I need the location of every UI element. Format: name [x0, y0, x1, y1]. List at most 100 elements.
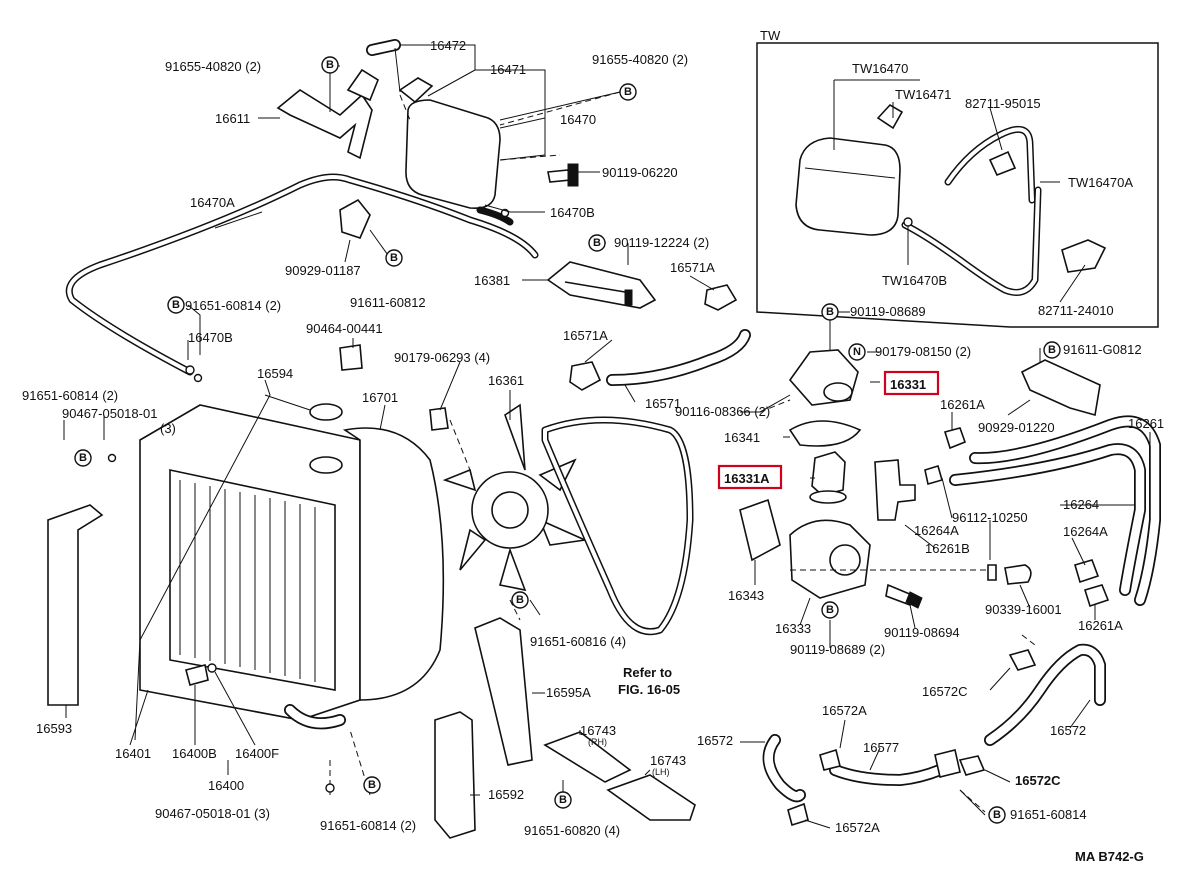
label-90467-05018-01: 90467-05018-01 [62, 406, 157, 421]
clamp-16572A-lower[interactable] [787, 802, 809, 827]
clamp-16264A-right[interactable] [1074, 559, 1100, 584]
label-90929-01220: 90929-01220 [978, 420, 1055, 435]
svg-text:B: B [326, 59, 334, 71]
clamp-16572A-upper[interactable] [819, 748, 841, 771]
clip-96112-10250[interactable] [987, 564, 997, 581]
clamp-16264A-left[interactable] [924, 464, 943, 486]
label-16343: 16343 [728, 588, 764, 603]
label-16470B-left: 16470B [188, 330, 233, 345]
label-90467-05018-01-3: 90467-05018-01 (3) [155, 806, 270, 821]
highlight-16331A [717, 464, 783, 490]
pipe-16261B[interactable] [874, 459, 916, 521]
callout-bolt [321, 56, 339, 74]
callout-bolt [511, 591, 529, 609]
label-91655-40820-right: 91655-40820 (2) [592, 52, 688, 67]
callout-bolt [821, 303, 839, 321]
clamp-16572C-upper[interactable] [1008, 649, 1037, 671]
label-16381: 16381 [474, 273, 510, 288]
plug-90339-16001[interactable] [1004, 564, 1032, 585]
label-91611-G0812: 91611-G0812 [1063, 342, 1142, 357]
label-90464-00441: 90464-00441 [306, 321, 383, 336]
label-16577: 16577 [863, 740, 899, 755]
bolt-90179-06293[interactable] [429, 407, 449, 431]
tw-reservoir-tank[interactable] [795, 137, 901, 236]
label-96112-10250: 96112-10250 [952, 510, 1028, 525]
svg-text:B: B [1048, 344, 1056, 356]
label-16261A-lower: 16261A [1078, 618, 1123, 633]
callout-bolt [588, 234, 606, 252]
clamp-16572C-lower[interactable] [958, 755, 986, 776]
bracket-16611[interactable] [276, 89, 373, 160]
fan-belt[interactable] [541, 416, 694, 635]
bolt-90119-06220[interactable] [547, 169, 571, 183]
label-16400F: 16400F [235, 746, 279, 761]
label-16571A-upper: 16571A [670, 260, 715, 275]
bracket-16381[interactable] [546, 261, 657, 309]
reservoir-tank-16470[interactable] [405, 99, 501, 210]
label-16470A: 16470A [190, 195, 235, 210]
tw-reservoir-cap[interactable] [876, 103, 904, 130]
label-16471: 16471 [490, 62, 526, 77]
clamp-90929-01187[interactable] [339, 198, 371, 239]
tw-clamp-82711-95015[interactable] [988, 150, 1017, 177]
svg-text:B: B [79, 452, 87, 464]
svg-text:B: B [826, 306, 834, 318]
svg-text:B: B [826, 604, 834, 616]
tw-label-16471: TW16471 [895, 87, 951, 102]
refer-text-line1: Refer to [623, 665, 672, 680]
label-16331: 16331 [890, 377, 926, 392]
tw-clamp-82711-24010[interactable] [1061, 239, 1107, 273]
label-16400B: 16400B [172, 746, 217, 761]
callout-bolt [385, 249, 403, 267]
panel-16595A[interactable] [474, 617, 533, 766]
clamp-16571A-upper[interactable] [704, 284, 738, 311]
callout-bolt [554, 791, 572, 809]
figure-code: MA B742-G [1075, 849, 1144, 864]
callout-bolt [167, 296, 185, 314]
reservoir-cap-16471[interactable] [398, 77, 434, 104]
clip-90464-00441[interactable] [339, 344, 363, 371]
clamp-16571A-lower[interactable] [569, 361, 602, 391]
tw-inset-label: TW [760, 28, 781, 43]
label-16572C-upper: 16572C [922, 684, 968, 699]
label-lh: (LH) [652, 767, 670, 777]
fan-shroud-16701[interactable] [342, 427, 445, 701]
label-91651-60820: 91651-60820 (4) [524, 823, 620, 838]
svg-text:B: B [516, 594, 524, 606]
clamp-16261A-upper[interactable] [943, 427, 967, 450]
label-16264: 16264 [1063, 497, 1099, 512]
svg-text:N: N [853, 346, 861, 358]
bracket-16743-rh[interactable] [543, 731, 632, 783]
drain-cock-16400B[interactable] [185, 664, 209, 686]
label-91651-60814-right: 91651-60814 [1010, 807, 1087, 822]
label-16572-left: 16572 [697, 733, 733, 748]
label-16572C-lower: 16572C [1015, 773, 1061, 788]
gasket-16341[interactable] [788, 420, 862, 447]
gasket-16343[interactable] [739, 498, 781, 562]
label-rh: (RH) [588, 737, 607, 747]
label-16595A: 16595A [546, 685, 591, 700]
radiator-cap-16401[interactable] [309, 403, 343, 421]
bracket-16743-lh[interactable] [606, 774, 696, 821]
tw-label-82711-24010: 82711-24010 [1038, 303, 1114, 318]
thermostat-16331A[interactable] [811, 451, 846, 496]
bracket-90929-01220[interactable] [1020, 359, 1101, 417]
svg-text:B: B [559, 794, 567, 806]
side-panel-16593[interactable] [47, 504, 104, 706]
tw-label-82711-95015: 82711-95015 [965, 96, 1041, 111]
label-91651-60814-top: 91651-60814 (2) [185, 298, 281, 313]
reservoir-group: B B B B 16472 16471 91655-40820 (2) 9165… [65, 38, 688, 383]
tw-label-16470A: TW16470A [1068, 175, 1133, 190]
clamp-16261A-lower[interactable] [1083, 584, 1110, 608]
label-91651-60816: 91651-60816 (4) [530, 634, 626, 649]
panel-16592[interactable] [434, 711, 476, 839]
callout-bolt [363, 776, 381, 794]
callout-bolt [619, 83, 637, 101]
callout-nut [848, 343, 866, 361]
highlight-16331 [883, 370, 940, 396]
label-16400: 16400 [208, 778, 244, 793]
fan-16361[interactable] [442, 403, 588, 592]
label-16470: 16470 [560, 112, 596, 127]
gasket-16400F[interactable] [207, 663, 217, 673]
thermostat-group: B N B B 90119-08689 90179-08150 (2) 1633… [717, 303, 1164, 657]
